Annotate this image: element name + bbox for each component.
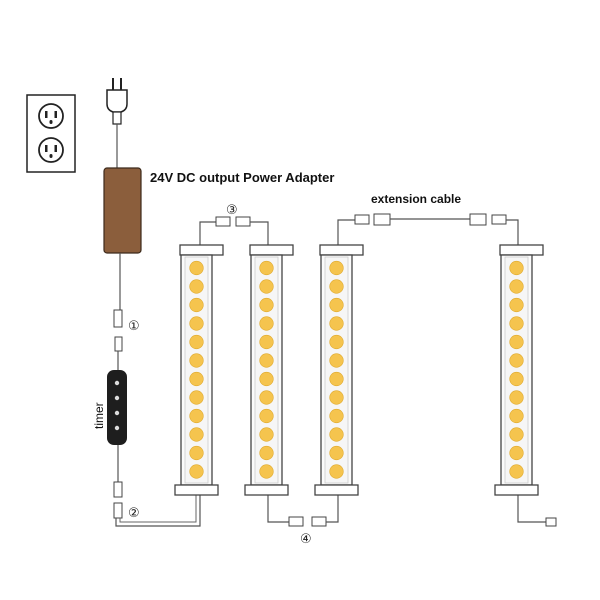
plug-icon (106, 78, 128, 125)
led-chip (329, 334, 344, 350)
light-bar (244, 244, 294, 496)
led-chip (509, 427, 524, 442)
led-chip (259, 353, 274, 368)
outlet-socket-bottom (38, 137, 64, 163)
connector-icon (113, 309, 123, 328)
connector-icon (469, 213, 487, 226)
led-chip (329, 464, 344, 479)
light-bars (174, 244, 544, 496)
led-chip (189, 408, 204, 424)
led-chip (259, 260, 274, 276)
adapter-label: 24V DC output Power Adapter (150, 170, 334, 185)
led-chip (259, 297, 274, 313)
led-chip (329, 371, 344, 387)
led-chip (259, 445, 274, 461)
led-chip (509, 390, 524, 405)
feed-cord-a (115, 495, 201, 527)
led-chip (189, 297, 204, 313)
led-chip (189, 334, 204, 350)
led-chip (259, 464, 274, 479)
led-chip (509, 297, 524, 313)
connector-icon (373, 213, 391, 226)
link-4-cord-right (326, 495, 339, 523)
led-chip (189, 427, 204, 442)
connector-icon (311, 516, 327, 527)
connector-icon (491, 214, 507, 225)
led-chip (329, 408, 344, 424)
timer-device-icon (107, 370, 127, 445)
feed-cord-b (119, 495, 197, 523)
step-1-marker: ① (128, 319, 140, 334)
tail-cord (517, 495, 546, 523)
connector-icon (113, 502, 123, 519)
led-chip (189, 353, 204, 368)
led-chip (329, 445, 344, 461)
extension-cord-left (337, 219, 355, 245)
led-chip (329, 279, 344, 294)
power-adapter-icon (103, 167, 142, 254)
led-chip (509, 353, 524, 368)
led-chip (329, 390, 344, 405)
led-chip (259, 334, 274, 350)
extension-cord-right (506, 219, 519, 245)
link-3-cord-left (199, 221, 216, 245)
connector-icon (215, 216, 231, 227)
led-chip (189, 316, 204, 331)
led-chip (509, 464, 524, 479)
led-chip (329, 353, 344, 368)
outlet-socket-top (38, 103, 64, 129)
led-chip (509, 279, 524, 294)
step-3-marker: ③ (226, 203, 238, 218)
timer-label: timer (92, 402, 106, 429)
connector-icon (545, 517, 557, 527)
light-bar (174, 244, 224, 496)
connector-icon (354, 214, 370, 225)
extension-cable-label: extension cable (371, 192, 461, 206)
led-chip (189, 371, 204, 387)
link-3-cord-right (250, 221, 269, 245)
led-chip (329, 260, 344, 276)
wall-outlet-icon (26, 94, 76, 173)
led-chip (189, 390, 204, 405)
step-4-marker: ④ (300, 532, 312, 547)
connector-icon (114, 336, 123, 352)
led-chip (259, 427, 274, 442)
light-bar (314, 244, 364, 496)
led-chip (329, 427, 344, 442)
light-bar (494, 244, 544, 496)
led-chip (509, 408, 524, 424)
led-chip (259, 408, 274, 424)
led-chip (189, 260, 204, 276)
led-chip (189, 279, 204, 294)
led-chip (259, 390, 274, 405)
led-chip (329, 316, 344, 331)
led-chip (259, 316, 274, 331)
connector-icon (235, 216, 251, 227)
link-4-cord-left (267, 495, 289, 523)
connector-icon (288, 516, 304, 527)
step-2-marker: ② (128, 506, 140, 521)
connector-icon (113, 481, 123, 498)
led-chip (509, 316, 524, 331)
led-chip (259, 279, 274, 294)
led-chip (259, 371, 274, 387)
led-chip (509, 260, 524, 276)
led-chip (329, 297, 344, 313)
led-chip (509, 371, 524, 387)
led-chip (189, 445, 204, 461)
led-chip (509, 445, 524, 461)
led-chip (189, 464, 204, 479)
led-chip (509, 334, 524, 350)
